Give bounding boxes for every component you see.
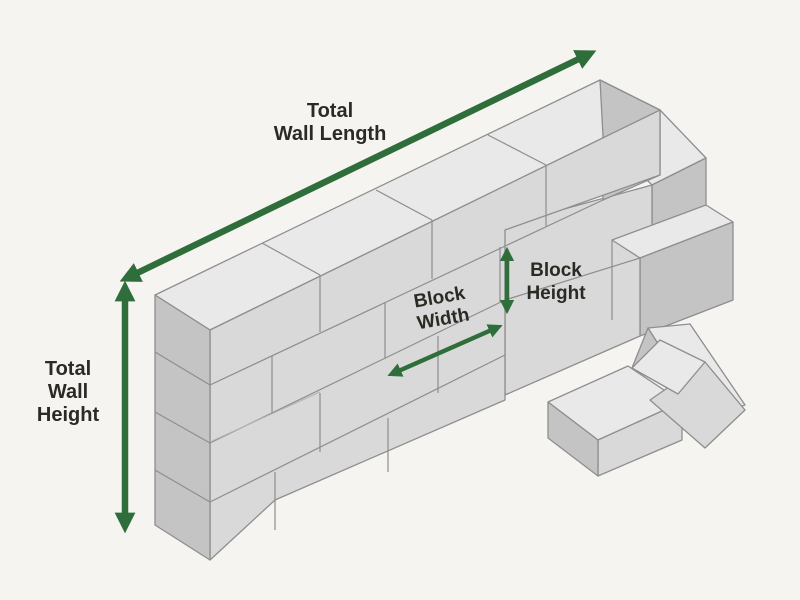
loose-block-tilted — [631, 323, 746, 449]
total-wall-height-label-line-1: Total — [45, 358, 91, 380]
total-wall-height-label-line-2: Wall — [48, 381, 88, 403]
total-wall-length-label: Total Wall Length — [274, 100, 387, 145]
block-height-label-line-1: Block — [530, 260, 582, 281]
block-height-label-line-2: Height — [526, 283, 586, 304]
total-wall-length-label-line-1: Total — [307, 100, 353, 122]
block-height-label: Block Height — [526, 260, 586, 304]
total-wall-height-label-line-3: Height — [37, 404, 100, 426]
total-wall-length-label-line-2: Wall Length — [274, 123, 387, 145]
block-width-arrow — [387, 324, 503, 377]
total-wall-height-label: Total Wall Height — [37, 358, 100, 426]
block-width-label: Block Width — [412, 283, 471, 334]
total-wall-length-arrow — [119, 50, 597, 282]
